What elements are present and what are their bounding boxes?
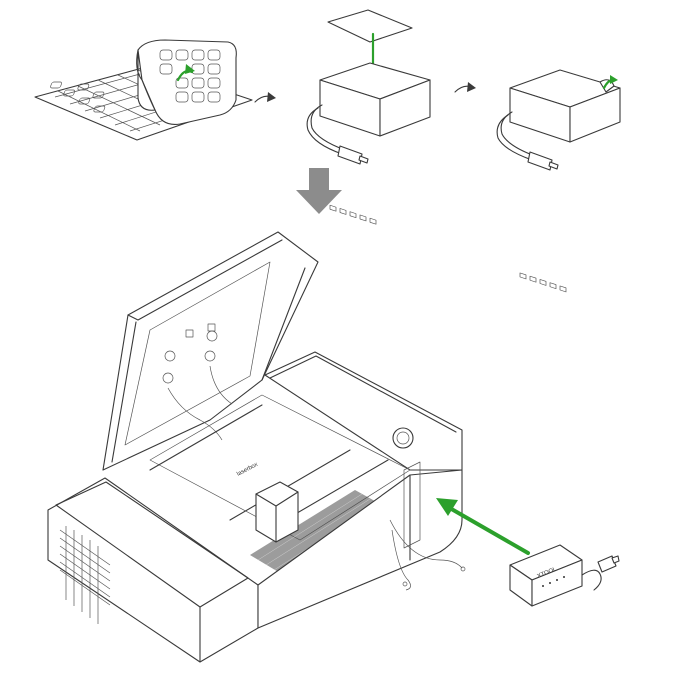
- curved-arrow-icon: [254, 92, 276, 103]
- curved-arrow-icon: [454, 82, 476, 93]
- machine-brand-label: laserbox: [236, 462, 259, 478]
- sticker-sheet-icon: [34, 39, 253, 141]
- usb-hub-icon: [496, 69, 621, 293]
- insert-direction-arrow: [436, 498, 530, 555]
- down-arrow-icon: [296, 168, 342, 214]
- usb-hub-icon: XTOOL: [509, 544, 620, 607]
- usb-hub-icon: [306, 9, 431, 225]
- laser-engraver-icon: laserbox: [47, 231, 466, 663]
